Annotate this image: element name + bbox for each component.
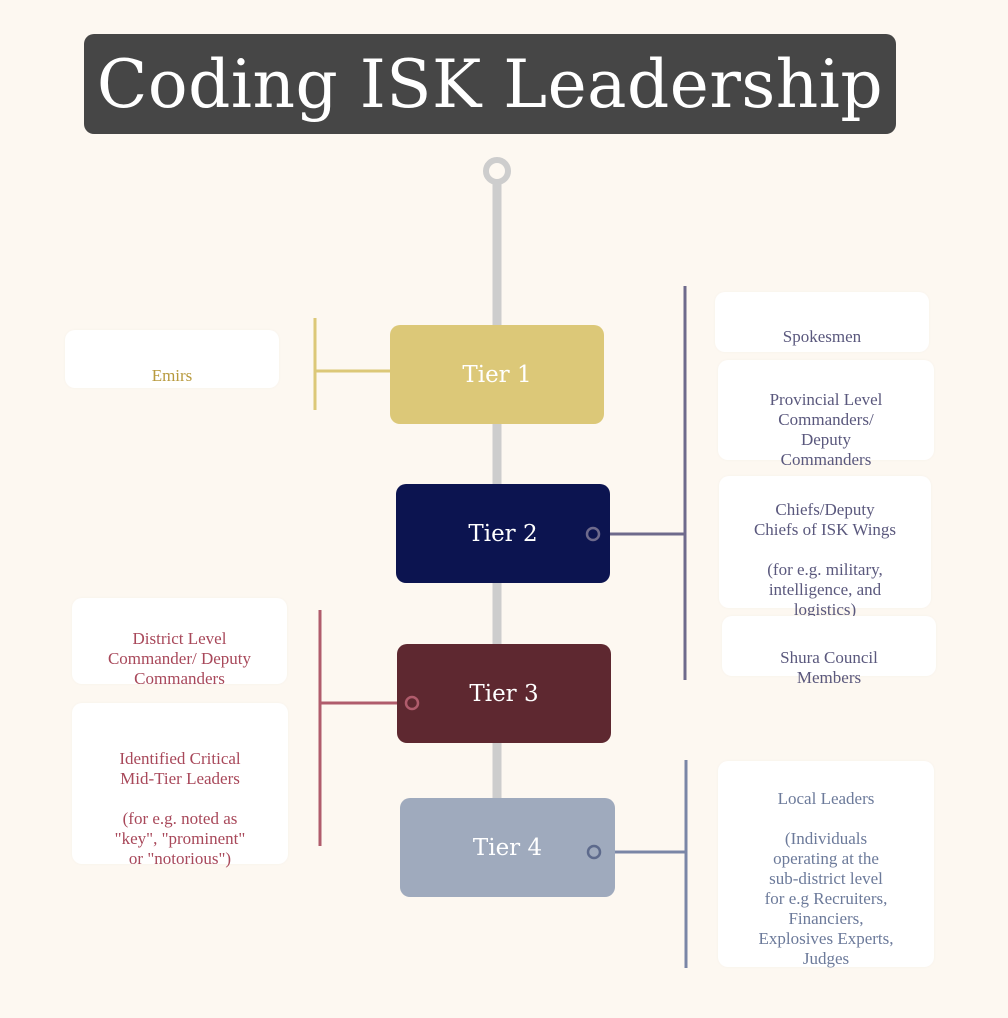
tier4-card-local-leaders: Local Leaders (Individuals operating at … [718,761,934,968]
trunk-top-ring [483,157,511,185]
title-banner: Coding ISK Leadership [84,34,896,134]
tier3-card-text: Identified Critical Mid-Tier Leaders (fo… [114,749,246,868]
tier2-card-spokesmen: Spokesmen [715,292,929,352]
tier2-card-text: Chiefs/Deputy Chiefs of ISK Wings (for e… [753,500,897,619]
tier1-card-emirs: Emirs [65,330,279,388]
tier3-card-text: District Level Commander/ Deputy Command… [107,629,252,688]
tier-4-label: Tier 4 [472,834,543,861]
tier-4-box: Tier 4 [400,798,615,897]
tier1-card-text: Emirs [151,366,193,385]
tier-1-box: Tier 1 [390,325,604,424]
tier2-card-text: Provincial Level Commanders/ Deputy Comm… [769,390,883,469]
tier-2-label: Tier 2 [468,520,538,547]
tier3-card-district: District Level Commander/ Deputy Command… [72,598,287,688]
tier2-card-text: Shura Council Members [780,648,878,687]
tier-3-box: Tier 3 [397,644,611,743]
tier2-card-chiefs: Chiefs/Deputy Chiefs of ISK Wings (for e… [719,476,931,619]
tier-3-label: Tier 3 [469,680,539,707]
tier-2-box: Tier 2 [396,484,610,583]
tier2-card-provincial: Provincial Level Commanders/ Deputy Comm… [718,360,934,469]
tier3-card-mid-tier: Identified Critical Mid-Tier Leaders (fo… [72,703,288,868]
tier2-card-text: Spokesmen [782,327,862,346]
tier2-card-shura: Shura Council Members [722,616,936,687]
tier-1-label: Tier 1 [462,361,532,388]
page-title: Coding ISK Leadership [96,45,884,123]
tier4-card-text: Local Leaders (Individuals operating at … [758,789,894,968]
